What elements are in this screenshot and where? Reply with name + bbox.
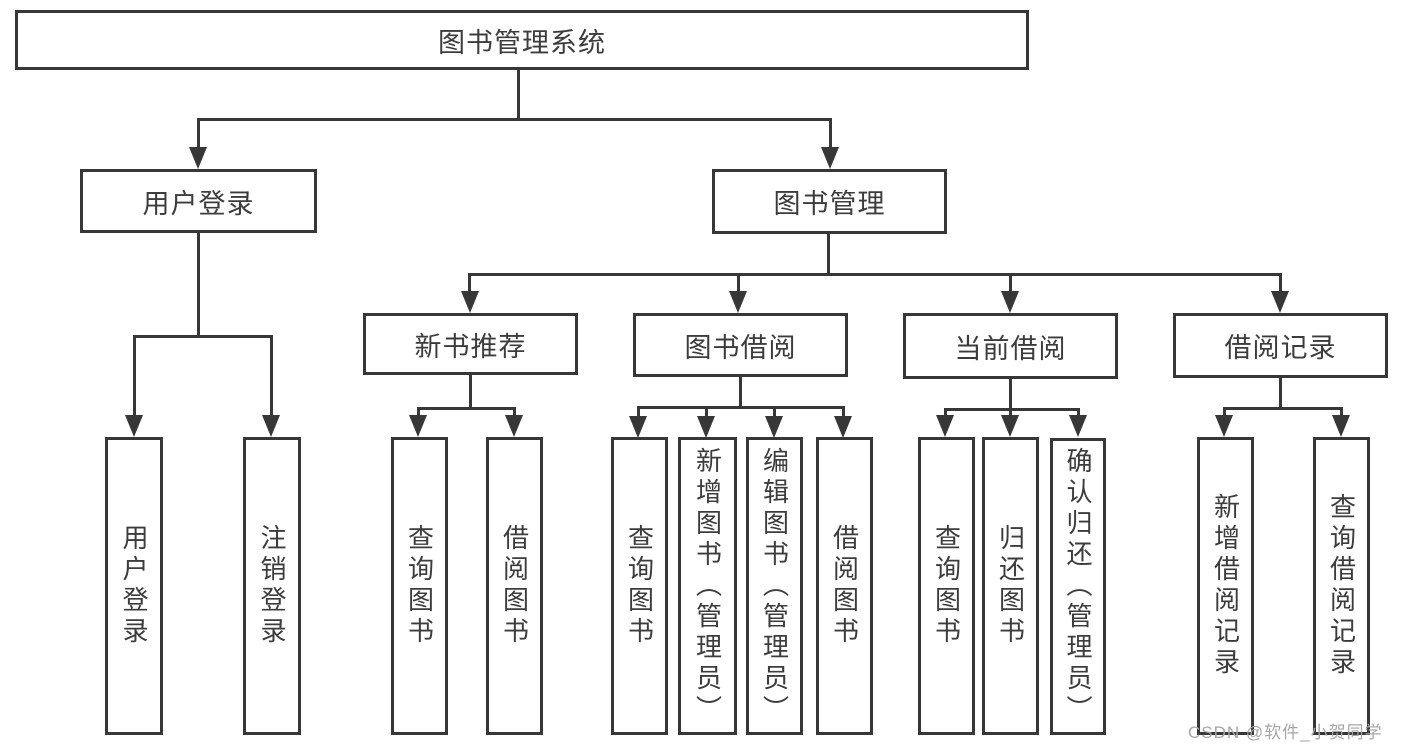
node-borrow-record: 借阅记录	[1173, 313, 1388, 378]
node-leaf-logout: 注销登录	[243, 437, 301, 735]
arrow-down-icon	[461, 291, 479, 313]
connector-line	[1009, 379, 1012, 408]
connector-line	[827, 234, 830, 273]
arrow-down-icon	[936, 415, 954, 437]
arrow-down-icon	[1215, 415, 1233, 437]
connector-line	[1223, 407, 1343, 410]
arrow-down-icon	[189, 147, 207, 169]
node-leaf-add-books-admin: 新增图书（管理员）	[678, 437, 737, 735]
arrow-down-icon	[1001, 415, 1019, 437]
arrow-down-icon	[834, 416, 852, 438]
arrow-down-icon	[1001, 291, 1019, 313]
connector-line	[517, 70, 520, 118]
connector-line	[1009, 408, 1012, 418]
arrow-down-icon	[125, 415, 143, 437]
connector-line	[1223, 407, 1226, 419]
node-leaf-add-borrow-record: 新增借阅记录	[1197, 437, 1254, 735]
arrow-down-icon	[697, 416, 715, 438]
arrow-down-icon	[765, 416, 783, 438]
arrow-down-icon	[729, 291, 747, 313]
node-leaf-query-borrow-record: 查询借阅记录	[1313, 437, 1370, 735]
connector-line	[469, 375, 472, 407]
connector-line	[133, 335, 136, 420]
connector-line	[468, 273, 1282, 276]
connector-line	[637, 406, 845, 409]
node-current-borrow: 当前借阅	[903, 313, 1118, 379]
connector-line	[270, 335, 273, 420]
connector-line	[829, 118, 832, 150]
connector-line	[197, 118, 200, 150]
connector-line	[773, 406, 776, 419]
connector-line	[1009, 273, 1012, 293]
connector-line	[1077, 408, 1080, 418]
arrow-down-icon	[409, 415, 427, 437]
arrow-down-icon	[629, 416, 647, 438]
arrow-down-icon	[1069, 415, 1087, 437]
arrow-down-icon	[821, 147, 839, 169]
connector-line	[944, 408, 947, 418]
node-leaf-borrow-books-recommend: 借阅图书	[486, 437, 543, 735]
arrow-down-icon	[505, 415, 523, 437]
connector-line	[1340, 407, 1343, 419]
connector-line	[842, 406, 845, 419]
node-leaf-query-books-recommend: 查询图书	[391, 437, 448, 735]
connector-line	[513, 407, 516, 419]
connector-line	[739, 377, 742, 406]
connector-line	[737, 273, 740, 293]
connector-line	[1279, 273, 1282, 293]
node-root: 图书管理系统	[15, 10, 1029, 70]
node-leaf-borrow-books: 借阅图书	[816, 437, 873, 735]
connector-line	[705, 406, 708, 419]
connector-line	[417, 407, 516, 410]
node-leaf-edit-books-admin: 编辑图书（管理员）	[746, 437, 803, 735]
node-leaf-query-books-borrow: 查询图书	[611, 437, 668, 735]
connector-line	[468, 273, 471, 293]
node-book-management: 图书管理	[712, 169, 947, 234]
arrow-down-icon	[1271, 291, 1289, 313]
connector-line	[637, 406, 640, 419]
node-book-borrow: 图书借阅	[633, 313, 848, 377]
connector-line	[133, 335, 273, 338]
arrow-down-icon	[1332, 415, 1350, 437]
connector-line	[197, 233, 200, 335]
node-user-login: 用户登录	[80, 169, 317, 233]
node-leaf-query-books-current: 查询图书	[918, 437, 975, 735]
node-leaf-confirm-return-admin: 确认归还（管理员）	[1050, 438, 1106, 735]
arrow-down-icon	[262, 415, 280, 437]
connector-line	[417, 407, 420, 419]
watermark: CSDN @软件_小贺同学	[1188, 723, 1383, 742]
node-new-book-recommend: 新书推荐	[363, 313, 578, 375]
node-leaf-user-login: 用户登录	[105, 437, 163, 735]
node-leaf-return-books: 归还图书	[982, 437, 1039, 735]
connector-line	[1279, 378, 1282, 407]
connector-line	[944, 408, 1080, 411]
connector-line	[197, 118, 832, 121]
